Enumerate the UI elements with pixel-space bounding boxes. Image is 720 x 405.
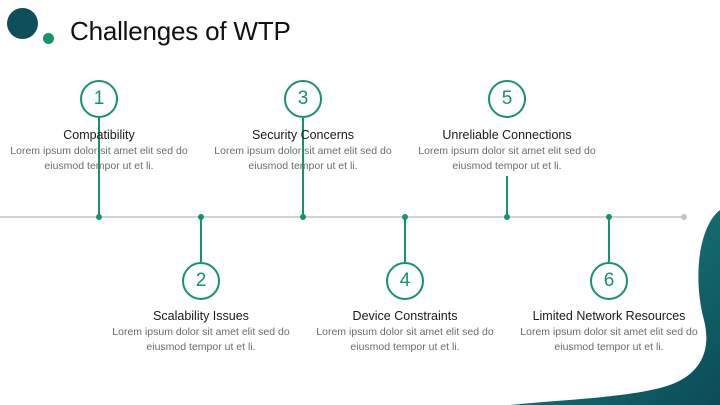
step-label: Security Concerns xyxy=(251,128,355,142)
step-label: Limited Network Resources xyxy=(532,309,686,323)
timeline-dot xyxy=(96,214,102,220)
step-label: Scalability Issues xyxy=(153,309,249,323)
timeline-stem xyxy=(404,217,406,262)
timeline-dot xyxy=(300,214,306,220)
step-number-badge: 5 xyxy=(488,80,526,118)
step-description: Lorem ipsum dolor sit amet elit sed do e… xyxy=(520,326,698,353)
timeline-stem xyxy=(302,118,304,217)
step-label: Device Constraints xyxy=(352,309,458,323)
step-number-badge: 4 xyxy=(386,262,424,300)
step-description: Lorem ipsum dolor sit amet elit sed do e… xyxy=(112,326,290,353)
step-number-badge: 2 xyxy=(182,262,220,300)
step-number-badge: 6 xyxy=(590,262,628,300)
timeline-stem xyxy=(608,217,610,262)
step-description: Lorem ipsum dolor sit amet elit sed do e… xyxy=(10,145,188,172)
page-title: Challenges of WTP xyxy=(70,16,291,46)
step-number-badge: 1 xyxy=(80,80,118,118)
timeline-dot xyxy=(504,214,510,220)
timeline-end-dot xyxy=(681,214,687,220)
decorative-circle-small xyxy=(43,33,54,44)
step-number-badge: 3 xyxy=(284,80,322,118)
timeline-stem xyxy=(200,217,202,262)
timeline-stem xyxy=(506,176,508,217)
step-label: Compatibility xyxy=(63,128,135,142)
timeline-line xyxy=(0,216,686,218)
decorative-circle-large xyxy=(7,8,38,39)
step-description: Lorem ipsum dolor sit amet elit sed do e… xyxy=(214,145,392,172)
step-label: Unreliable Connections xyxy=(442,128,572,142)
timeline-stem xyxy=(98,118,100,217)
step-description: Lorem ipsum dolor sit amet elit sed do e… xyxy=(418,145,596,172)
step-description: Lorem ipsum dolor sit amet elit sed do e… xyxy=(316,326,494,353)
